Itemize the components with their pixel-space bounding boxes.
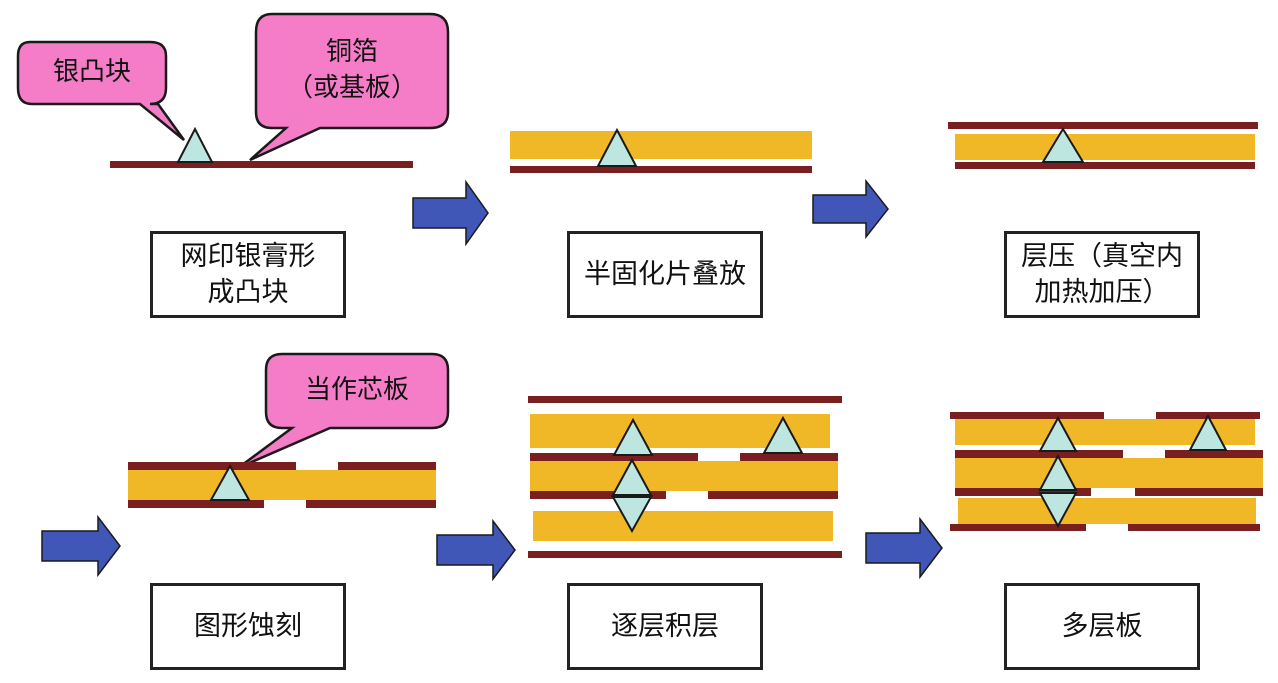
triangle-bump-icon bbox=[596, 127, 638, 167]
step-label-screen-print: 网印银膏形 成凸块 bbox=[150, 231, 346, 318]
copper-pattern-bottom-right bbox=[306, 500, 436, 508]
prepreg-layer-3 bbox=[533, 511, 833, 541]
step-label-text: 图形蚀刻 bbox=[194, 610, 302, 642]
copper-pattern-a1 bbox=[955, 450, 1123, 458]
step-label-text: 逐层积层 bbox=[611, 610, 719, 642]
copper-foil-top-layer bbox=[948, 122, 1258, 129]
copper-pattern-b2 bbox=[708, 491, 838, 499]
copper-foil-layer bbox=[110, 161, 413, 168]
step3-illustration bbox=[948, 122, 1258, 169]
callout-as-core-shape bbox=[237, 352, 450, 470]
callout-as-core: 当作芯板 bbox=[304, 375, 409, 405]
right-arrow-icon bbox=[865, 516, 943, 580]
prepreg-layer bbox=[510, 131, 812, 159]
triangle-bump-icon bbox=[1038, 415, 1078, 452]
step-label-text: 网印银膏形 成凸块 bbox=[180, 240, 316, 308]
copper-pattern-a1 bbox=[530, 453, 698, 461]
step1-illustration bbox=[16, 12, 450, 168]
prepreg-layer bbox=[955, 134, 1255, 160]
copper-foil-top-layer bbox=[528, 396, 842, 403]
triangle-bump-icon bbox=[1041, 127, 1085, 163]
copper-bottom-right bbox=[1128, 524, 1260, 531]
right-arrow-icon bbox=[41, 514, 121, 578]
step-label-text: 多层板 bbox=[1061, 610, 1143, 642]
right-arrow-icon bbox=[436, 518, 516, 582]
copper-pattern-a2 bbox=[1165, 450, 1263, 458]
triangle-bump-icon bbox=[762, 415, 804, 454]
triangle-bump-icon bbox=[1038, 492, 1078, 529]
step2-illustration bbox=[510, 127, 812, 173]
step-label-text: 层压（真空内 加热加压） bbox=[1021, 240, 1183, 308]
step-label-lamination: 层压（真空内 加热加压） bbox=[1004, 231, 1200, 318]
triangle-bump-icon bbox=[209, 463, 251, 501]
copper-pattern-a2 bbox=[740, 453, 838, 461]
copper-foil-bottom-layer bbox=[955, 162, 1255, 169]
step-label-text: 半固化片叠放 bbox=[584, 258, 746, 290]
step-label-buildup: 逐层积层 bbox=[567, 583, 763, 670]
copper-pattern-b1 bbox=[955, 488, 1091, 496]
prepreg-layer-3 bbox=[958, 498, 1256, 524]
callout-silver-bump-shape bbox=[16, 40, 186, 141]
right-arrow-icon bbox=[812, 178, 889, 240]
triangle-bump-icon bbox=[611, 457, 653, 496]
triangle-bump-icon bbox=[1188, 413, 1228, 451]
prepreg-layer bbox=[128, 470, 436, 500]
copper-pattern-bottom-left bbox=[128, 500, 264, 508]
callout-copper-foil-shape bbox=[249, 12, 450, 162]
callout-copper-foil: 铜箔 （或基板） bbox=[286, 37, 417, 103]
copper-pattern-b1 bbox=[530, 491, 666, 499]
copper-pattern-b2 bbox=[1135, 488, 1263, 496]
step-label-etching: 图形蚀刻 bbox=[150, 583, 346, 670]
triangle-bump-icon bbox=[612, 417, 654, 456]
step4-illustration bbox=[128, 352, 450, 508]
copper-pattern-top-right bbox=[338, 462, 436, 470]
copper-top-left bbox=[950, 412, 1104, 419]
triangle-bump-icon bbox=[611, 496, 653, 534]
copper-pattern-top-left bbox=[128, 462, 296, 470]
step-label-prepreg: 半固化片叠放 bbox=[567, 231, 763, 318]
copper-bottom-left bbox=[950, 524, 1086, 531]
copper-foil-bottom-layer bbox=[528, 551, 842, 558]
step-label-multilayer: 多层板 bbox=[1004, 583, 1200, 670]
callout-silver-bump: 银凸块 bbox=[52, 57, 131, 87]
triangle-bump-icon bbox=[176, 126, 214, 163]
step5-illustration bbox=[528, 396, 842, 558]
prepreg-layer-2 bbox=[530, 461, 838, 491]
step6-illustration bbox=[950, 412, 1263, 531]
right-arrow-icon bbox=[412, 179, 489, 247]
prepreg-layer-2 bbox=[955, 458, 1263, 488]
triangle-bump-icon bbox=[1038, 453, 1078, 491]
copper-foil-layer bbox=[510, 166, 812, 173]
